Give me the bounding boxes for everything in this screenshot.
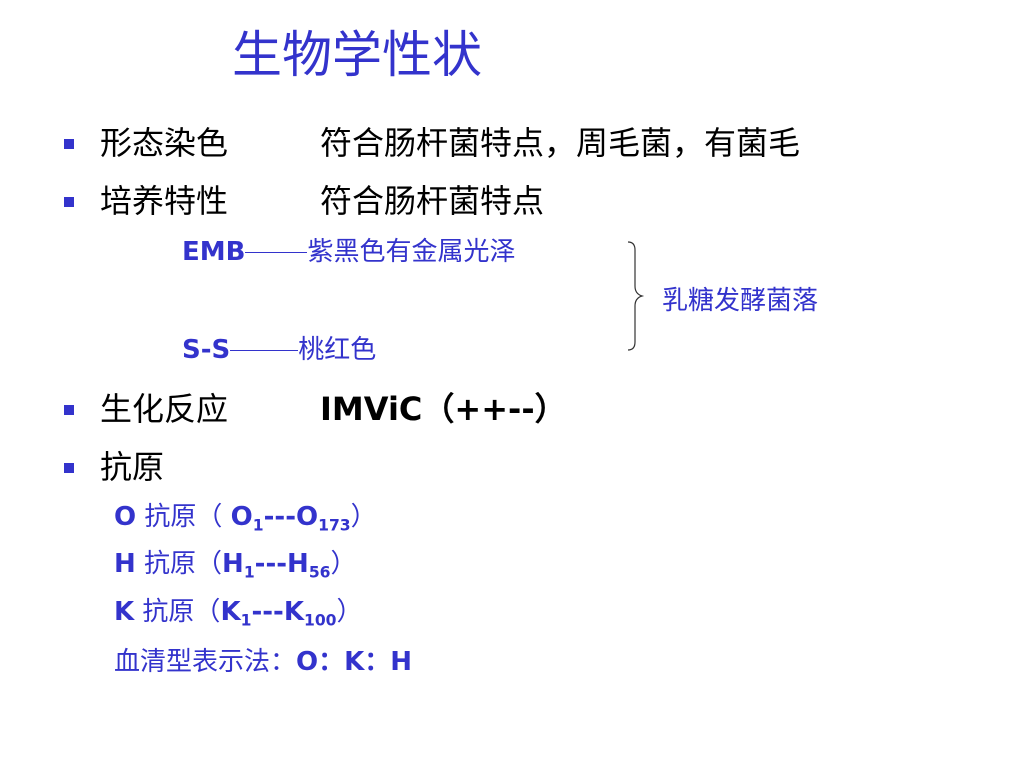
- o-range: O1---O173: [230, 502, 351, 535]
- close-paren: ）: [350, 502, 377, 532]
- o-antigen-line: O 抗原（ O1---O173）: [114, 500, 377, 534]
- antigen-word: 抗原（: [144, 549, 223, 579]
- k-label: K: [114, 597, 135, 627]
- item-biochem-value: IMViC（++--）: [320, 390, 567, 428]
- emb-text: 紫黑色有金属光泽: [307, 237, 516, 267]
- lactose-note: 乳糖发酵菌落: [662, 286, 819, 316]
- ss-text: 桃红色: [298, 335, 377, 365]
- slide-title: 生物学性状: [232, 26, 482, 84]
- item-biochem-label: 生化反应: [100, 390, 229, 428]
- bullet-square: [64, 197, 74, 207]
- close-paren: ）: [330, 549, 357, 579]
- h-antigen-line: H 抗原（H1---H56）: [114, 547, 357, 581]
- bullet-square: [64, 405, 74, 415]
- right-brace-icon: [627, 241, 645, 351]
- serotype-label: 血清型表示法：: [114, 647, 297, 677]
- bullet-square: [64, 463, 74, 473]
- item-culture-value: 符合肠杆菌特点: [320, 182, 545, 220]
- o-label: O: [114, 502, 137, 532]
- k-antigen-line: K 抗原（K1---K100）: [114, 595, 363, 629]
- bullet-square: [64, 139, 74, 149]
- item-antigen-label: 抗原: [100, 448, 165, 486]
- antigen-word: 抗原（: [144, 502, 223, 532]
- antigen-word: 抗原（: [142, 597, 221, 627]
- close-paren: ）: [336, 597, 363, 627]
- item-morphology-label: 形态染色: [100, 124, 229, 162]
- ss-label: S-S: [182, 335, 231, 365]
- item-culture-label: 培养特性: [100, 182, 229, 220]
- dash-line: [245, 252, 308, 253]
- h-range: H1---H56: [222, 549, 331, 582]
- culture-ss-line: S-S 桃红色: [182, 333, 376, 367]
- emb-label: EMB: [182, 237, 246, 267]
- h-label: H: [114, 549, 136, 579]
- item-morphology-value: 符合肠杆菌特点，周毛菌，有菌毛: [320, 124, 801, 162]
- culture-emb-line: EMB 紫黑色有金属光泽: [182, 235, 515, 269]
- serotype-value: O：K：H: [296, 647, 413, 677]
- serotype-line: 血清型表示法：O：K：H: [114, 645, 412, 679]
- k-range: K1---K100: [220, 597, 337, 630]
- dash-line: [230, 350, 299, 351]
